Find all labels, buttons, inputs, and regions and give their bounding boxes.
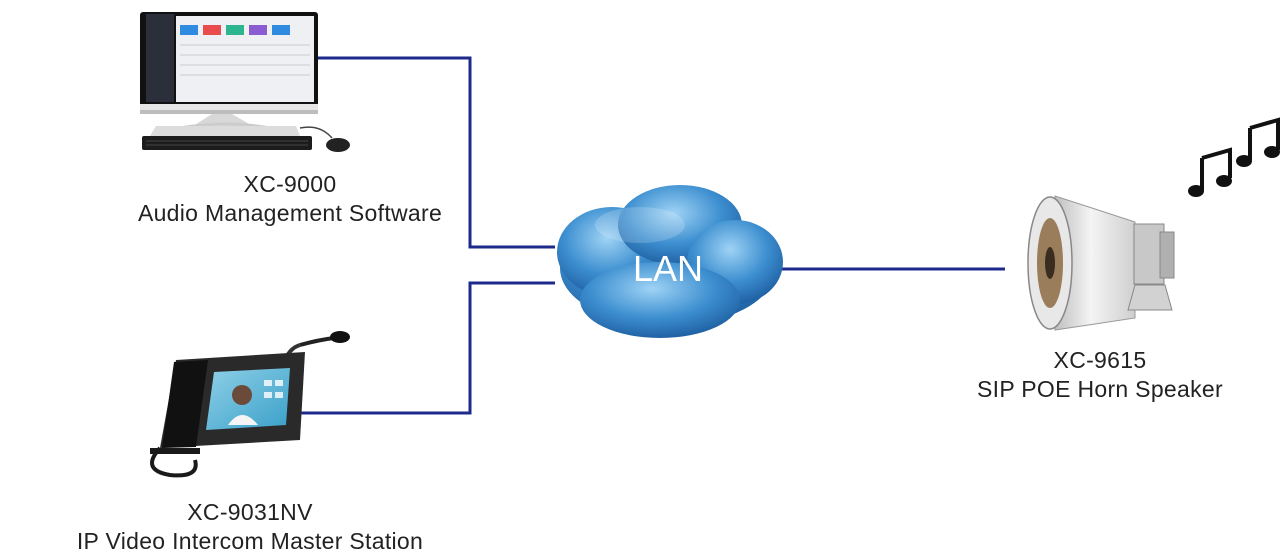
lan-cloud-icon: LAN	[557, 185, 783, 338]
pc-to-lan-line	[318, 56, 555, 249]
pc-model: XC-9000	[243, 171, 337, 197]
horn-speaker-model: XC-9615	[1053, 347, 1147, 373]
desktop-computer-icon	[140, 12, 350, 152]
master-station-label: XC-9031NV IP Video Intercom Master Stati…	[0, 498, 500, 556]
music-notes-icon	[1188, 117, 1280, 197]
master-station-to-lan-line	[300, 281, 555, 415]
horn-speaker-icon	[1027, 195, 1175, 331]
pc-description: Audio Management Software	[137, 200, 443, 226]
master-station-description: IP Video Intercom Master Station	[76, 528, 424, 554]
master-station-model: XC-9031NV	[187, 499, 313, 525]
intercom-master-station-icon	[150, 331, 350, 478]
connection-lines	[300, 56, 1005, 415]
horn-speaker-label: XC-9615 SIP POE Horn Speaker	[920, 346, 1280, 404]
pc-label: XC-9000 Audio Management Software	[130, 170, 450, 228]
horn-speaker-description: SIP POE Horn Speaker	[977, 376, 1223, 402]
lan-label: LAN	[633, 248, 703, 289]
